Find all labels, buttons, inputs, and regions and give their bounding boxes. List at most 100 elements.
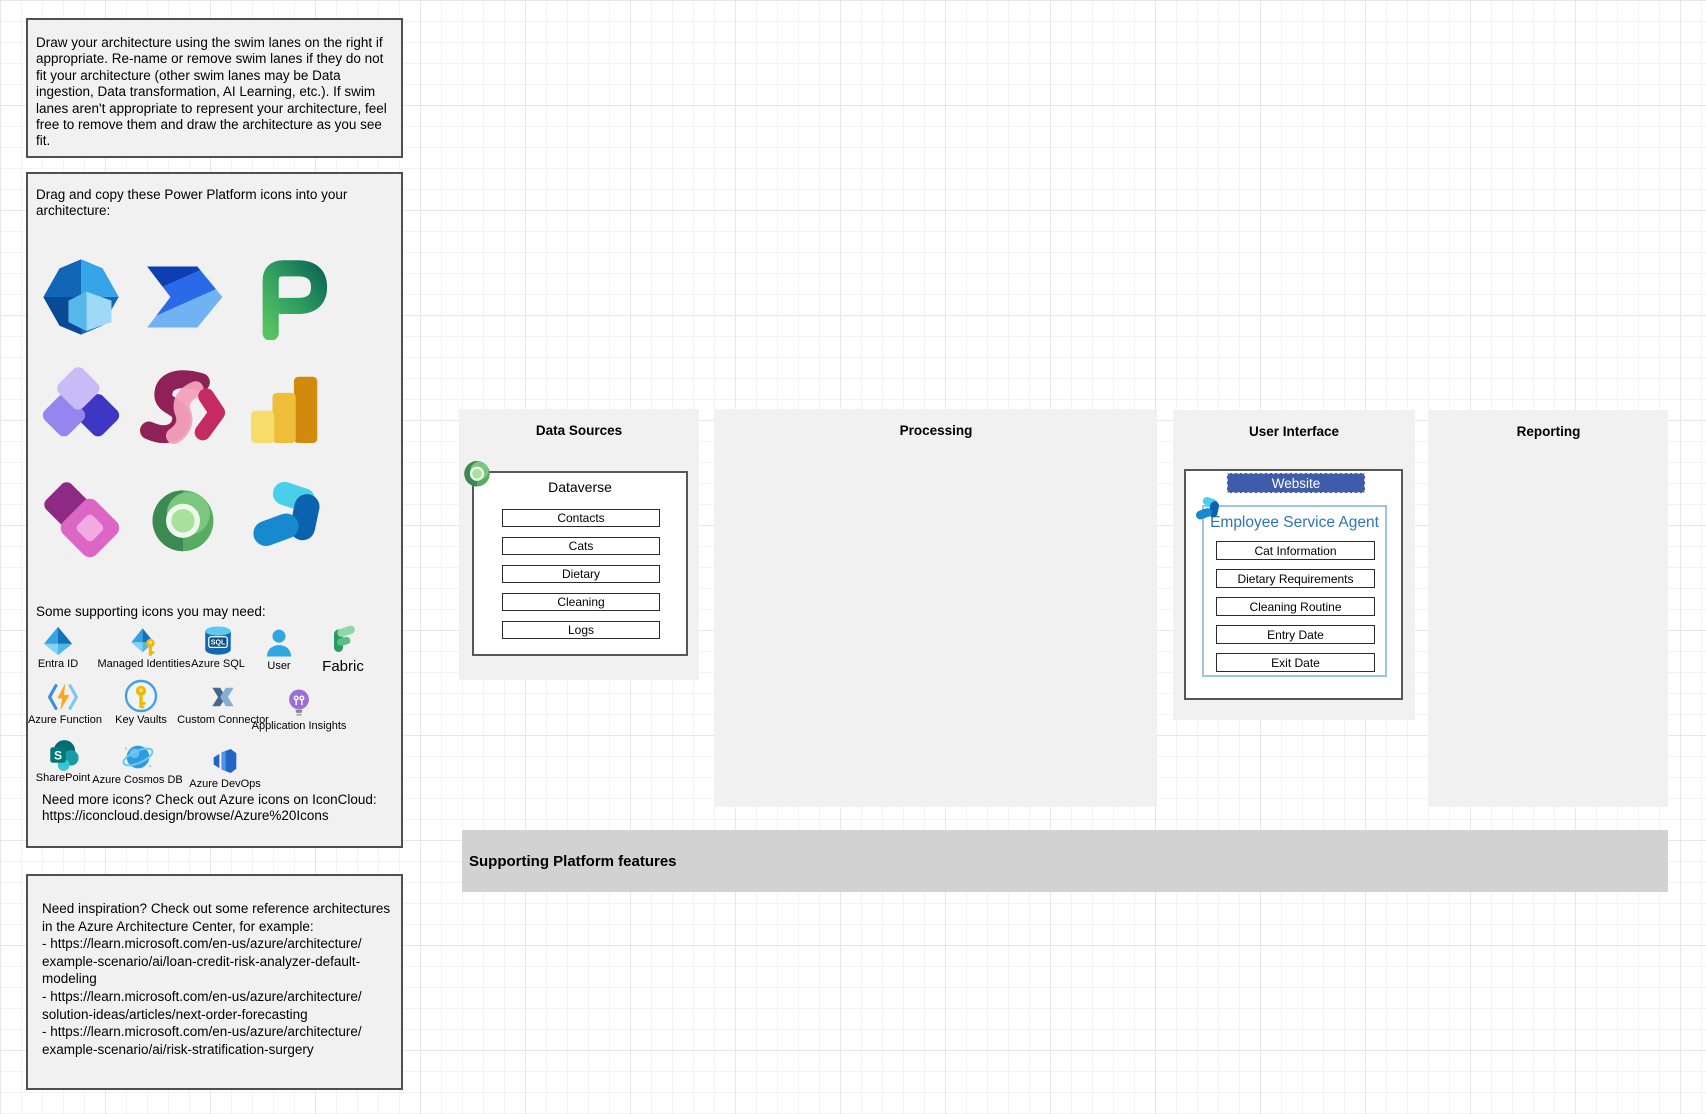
swimlane-processing-label: Processing [899, 423, 973, 438]
field-cleaning-routine[interactable]: Cleaning Routine [1216, 597, 1375, 616]
fabric-icon[interactable] [325, 622, 361, 658]
supporting-platform-features-bar[interactable]: Supporting Platform features [462, 830, 1668, 892]
inspiration-panel[interactable]: Need inspiration? Check out some referen… [26, 874, 403, 1090]
inspiration-text: Need inspiration? Check out some referen… [42, 900, 392, 1058]
fabric-item[interactable]: Fabric [313, 622, 373, 675]
azure-devops-icon[interactable] [208, 744, 242, 778]
user-icon[interactable] [262, 626, 296, 660]
field-exit-date-label: Exit Date [1271, 655, 1320, 670]
key-vaults-label: Key Vaults [115, 714, 167, 726]
sharepoint-label: SharePoint [35, 772, 91, 784]
entity-cats-label: Cats [568, 539, 594, 553]
dataverse-marker-green-ring-icon[interactable] [459, 455, 495, 491]
entra-id-icon[interactable] [41, 624, 75, 658]
entity-cleaning[interactable]: Cleaning [502, 593, 660, 611]
power-bi-icon[interactable] [242, 366, 328, 452]
azure-devops-label: Azure DevOps [189, 778, 261, 790]
swimlane-user-interface-label: User Interface [1248, 424, 1340, 439]
managed-identities-icon[interactable] [127, 624, 161, 658]
website-header[interactable]: Website [1227, 473, 1365, 493]
dataverse-icon[interactable] [38, 254, 124, 340]
azure-function-label: Azure Function [28, 714, 102, 726]
supporting-platform-features-label: Supporting Platform features [469, 852, 677, 870]
field-cat-information[interactable]: Cat Information [1216, 541, 1375, 560]
custom-connector-item[interactable]: Custom Connector [173, 680, 273, 726]
inspiration-line: Need inspiration? Check out some referen… [42, 901, 391, 916]
field-entry-date[interactable]: Entry Date [1216, 625, 1375, 644]
power-pages-icon[interactable] [38, 366, 124, 452]
fabric-label: Fabric [322, 658, 364, 675]
employee-service-agent-box[interactable]: Employee Service Agent Cat Information D… [1202, 505, 1387, 677]
azure-sql-icon[interactable] [201, 624, 235, 658]
azure-devops-item[interactable]: Azure DevOps [180, 744, 270, 790]
entra-id-label: Entra ID [37, 658, 79, 670]
power-platform-icon[interactable] [242, 254, 328, 340]
application-insights-item[interactable]: Application Insights [248, 686, 350, 732]
inspiration-line: example-scenario/ai/risk-stratification-… [42, 1041, 314, 1057]
copilot-studio-icon[interactable] [140, 476, 226, 562]
user-label: User [267, 660, 291, 672]
field-dietary-requirements[interactable]: Dietary Requirements [1216, 569, 1375, 588]
palette-footer-line2: https://iconcloud.design/browse/Azure%20… [42, 808, 329, 824]
process-mining-icon[interactable] [140, 366, 226, 452]
key-vaults-item[interactable]: Key Vaults [106, 678, 176, 726]
dataverse-title: Dataverse [548, 479, 612, 495]
inspiration-line: - https://learn.microsoft.com/en-us/azur… [42, 1024, 362, 1040]
palette-title: Drag and copy these Power Platform icons… [36, 187, 348, 219]
supporting-icons-title: Some supporting icons you may need: [36, 604, 266, 619]
azure-cosmos-db-item[interactable]: Azure Cosmos DB [90, 740, 185, 786]
managed-identities-item[interactable]: Managed Identities [89, 624, 199, 670]
inspiration-line: - https://learn.microsoft.com/en-us/azur… [42, 936, 362, 952]
field-cat-information-label: Cat Information [1254, 543, 1337, 558]
custom-connector-label: Custom Connector [177, 714, 269, 726]
inspiration-line: in the Azure Architecture Center, for ex… [42, 918, 314, 934]
azure-cosmos-db-icon[interactable] [121, 740, 155, 774]
azure-function-icon[interactable] [46, 680, 80, 714]
entity-dietary[interactable]: Dietary [502, 565, 660, 583]
entity-contacts[interactable]: Contacts [502, 509, 660, 527]
microsoft-copilot-icon[interactable] [242, 476, 328, 562]
inspiration-line: - https://learn.microsoft.com/en-us/azur… [42, 988, 362, 1004]
field-cleaning-routine-label: Cleaning Routine [1249, 599, 1342, 614]
field-exit-date[interactable]: Exit Date [1216, 653, 1375, 672]
azure-sql-label: Azure SQL [191, 658, 245, 670]
entity-cats[interactable]: Cats [502, 537, 660, 555]
instructions-text: Draw your architecture using the swim la… [36, 35, 387, 149]
swimlane-reporting-label: Reporting [1516, 424, 1581, 439]
entity-dietary-label: Dietary [561, 567, 600, 581]
swimlane-reporting[interactable]: Reporting [1429, 410, 1668, 807]
instructions-panel[interactable]: Draw your architecture using the swim la… [26, 18, 403, 158]
user-item[interactable]: User [254, 626, 304, 672]
field-dietary-requirements-label: Dietary Requirements [1237, 571, 1354, 586]
entity-logs-label: Logs [567, 623, 595, 637]
palette-footer-line1: Need more icons? Check out Azure icons o… [42, 792, 377, 807]
power-automate-icon[interactable] [140, 254, 226, 340]
application-insights-label: Application Insights [251, 720, 347, 732]
inspiration-line: solution-ideas/articles/next-order-forec… [42, 1006, 308, 1022]
custom-connector-icon[interactable] [206, 680, 240, 714]
website-header-label: Website [1271, 475, 1321, 491]
sharepoint-item[interactable]: SharePoint [28, 738, 98, 784]
inspiration-line: example-scenario/ai/loan-credit-risk-ana… [42, 953, 361, 969]
field-entry-date-label: Entry Date [1267, 627, 1324, 642]
dataverse-container[interactable]: Dataverse Contacts Cats Dietary Cleaning… [472, 471, 688, 656]
entity-logs[interactable]: Logs [502, 621, 660, 639]
azure-cosmos-db-label: Azure Cosmos DB [92, 774, 183, 786]
sharepoint-icon[interactable] [46, 738, 80, 772]
application-insights-icon[interactable] [282, 686, 316, 720]
icon-palette-panel[interactable]: Drag and copy these Power Platform icons… [26, 172, 403, 848]
entity-cleaning-label: Cleaning [557, 595, 605, 609]
swimlane-processing[interactable]: Processing [715, 409, 1157, 807]
inspiration-line: modeling [42, 971, 97, 987]
employee-service-agent-title: Employee Service Agent [1210, 514, 1379, 531]
power-apps-icon[interactable] [38, 476, 124, 562]
palette-footer: Need more icons? Check out Azure icons o… [42, 792, 392, 825]
entra-id-item[interactable]: Entra ID [28, 624, 88, 670]
managed-identities-label: Managed Identities [97, 658, 191, 670]
azure-sql-item[interactable]: Azure SQL [188, 624, 248, 670]
swimlane-data-sources-label: Data Sources [535, 423, 623, 438]
azure-function-item[interactable]: Azure Function [28, 680, 102, 726]
agent-copilot-icon[interactable] [1192, 495, 1222, 525]
key-vaults-icon[interactable] [123, 678, 159, 714]
